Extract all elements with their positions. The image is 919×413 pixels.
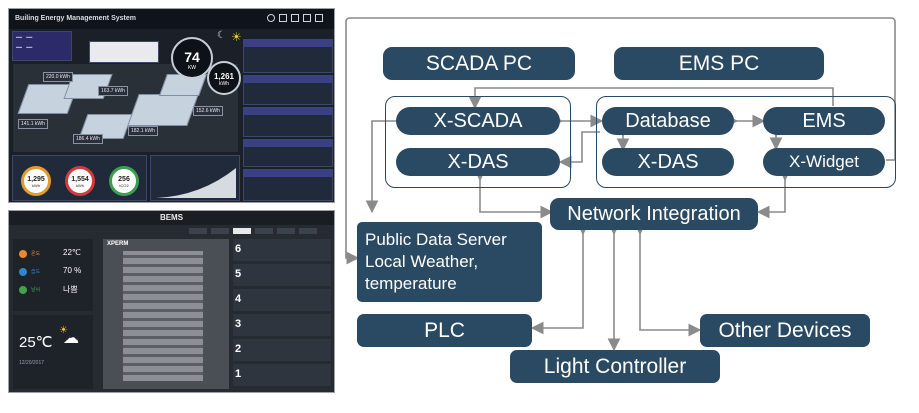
weather-summary: 25℃ ☁ ☀ 12/20/2017 xyxy=(13,315,93,389)
weather-row: 습도 70 % xyxy=(19,266,89,279)
building-callout[interactable]: 141.1 kWh xyxy=(18,119,48,129)
bems-floor-screenshot: BEMS 온도 22℃ 습도 70 % 날씨 나쁨 25℃ ☁ ☀ 12/20/… xyxy=(8,210,335,393)
trend-chart-panel xyxy=(150,155,240,201)
weather-row: 온도 22℃ xyxy=(19,248,89,261)
bems-dashboard-screenshot: Builing Energy Management System ━━ ━━ ━… xyxy=(8,8,335,203)
info-row: ━━ ━━ xyxy=(16,35,33,41)
power-unit: KW xyxy=(187,65,197,71)
database-box: Database xyxy=(602,107,734,135)
building-facade: XPERM xyxy=(103,239,229,389)
dashboard-title-bar: Builing Energy Management System xyxy=(9,9,334,29)
building-callout[interactable]: 182.1 kWh xyxy=(128,126,158,136)
other-devices-box: Other Devices xyxy=(700,314,870,347)
tab[interactable] xyxy=(189,228,207,234)
tab-strip xyxy=(189,228,329,235)
energy-gauge: 1,261 kWh xyxy=(207,61,241,95)
floor-row[interactable]: 6 xyxy=(233,239,331,261)
campus-3d-view: 163.7 kWh 220.0 kWh 182.1 kWh 152.6 kWh … xyxy=(13,64,238,152)
right-panel xyxy=(243,75,333,105)
screen-icon[interactable] xyxy=(291,14,299,22)
floor-title: BEMS xyxy=(159,213,184,222)
facade-windows xyxy=(123,251,203,381)
date-panel xyxy=(89,41,159,63)
counter-panel: 1,295 kWh 1,554 kWh 256 tCO2 xyxy=(12,155,147,201)
power-gauge: 74 KW xyxy=(171,37,213,79)
building-callout[interactable]: 152.6 kWh xyxy=(193,106,223,116)
ems-group xyxy=(596,96,896,188)
floor-row[interactable]: 5 xyxy=(233,264,331,286)
floor-list: 6 5 4 3 2 1 xyxy=(233,239,331,389)
scada-group xyxy=(385,96,571,188)
floor-title-bar: BEMS xyxy=(9,211,334,225)
building-callout[interactable]: 163.7 kWh xyxy=(98,86,128,96)
counter-ring: 1,554 kWh xyxy=(65,166,95,196)
toolbar-icons xyxy=(267,14,333,24)
tab[interactable] xyxy=(299,228,317,234)
current-temperature: 25℃ xyxy=(19,334,53,351)
save-icon[interactable] xyxy=(315,14,323,22)
x-das-right-box: X-DAS xyxy=(602,148,734,176)
refresh-icon[interactable] xyxy=(267,14,275,22)
floor-row[interactable]: 1 xyxy=(233,364,331,386)
weather-panel: 온도 22℃ 습도 70 % 날씨 나쁨 xyxy=(13,239,93,311)
cloud-icon: ☁ xyxy=(63,330,79,347)
energy-unit: kWh xyxy=(219,81,229,87)
right-panel xyxy=(243,139,333,167)
counter-ring: 256 tCO2 xyxy=(109,166,139,196)
info-row: ━━ ━━ xyxy=(16,45,33,51)
weather-row: 날씨 나쁨 xyxy=(19,285,89,297)
right-panel xyxy=(243,169,333,201)
temperature-icon xyxy=(19,250,27,258)
light-controller-box: Light Controller xyxy=(510,350,720,383)
floor-row[interactable]: 4 xyxy=(233,289,331,311)
moon-icon: ☾ xyxy=(217,30,226,41)
current-date: 12/20/2017 xyxy=(19,360,45,366)
tab-active[interactable] xyxy=(233,228,251,234)
tab[interactable] xyxy=(211,228,229,234)
info-panel: ━━ ━━ ━━ ━━ xyxy=(12,31,72,61)
x-scada-box: X-SCADA xyxy=(396,107,560,135)
x-widget-box: X-Widget xyxy=(763,148,885,176)
x-das-left-box: X-DAS xyxy=(396,148,560,176)
power-value: 74 xyxy=(184,49,200,65)
plc-box: PLC xyxy=(357,314,532,347)
right-panel xyxy=(243,39,333,73)
ems-box: EMS xyxy=(763,107,885,135)
scada-pc-box: SCADA PC xyxy=(383,47,575,80)
print-icon[interactable] xyxy=(303,14,311,22)
tab[interactable] xyxy=(255,228,273,234)
sun-icon: ☀ xyxy=(231,30,242,44)
home-icon[interactable] xyxy=(279,14,287,22)
brand-label: XPERM xyxy=(107,241,129,247)
sun-small-icon: ☀ xyxy=(59,325,68,336)
trend-curve xyxy=(156,168,236,198)
network-integration-box: Network Integration xyxy=(550,198,758,230)
public-data-server-box: Public Data Server Local Weather, temper… xyxy=(357,222,542,302)
right-panel xyxy=(243,107,333,137)
energy-value: 1,261 xyxy=(213,72,235,81)
ems-pc-box: EMS PC xyxy=(614,47,824,80)
building-callout[interactable]: 220.0 kWh xyxy=(43,72,73,82)
floor-row[interactable]: 3 xyxy=(233,314,331,336)
tab[interactable] xyxy=(277,228,295,234)
air-quality-icon xyxy=(19,286,27,294)
humidity-icon xyxy=(19,268,27,276)
counter-ring: 1,295 kWh xyxy=(21,166,51,196)
floor-row[interactable]: 2 xyxy=(233,339,331,361)
building-callout[interactable]: 186.4 kWh xyxy=(73,134,103,144)
dashboard-title: Builing Energy Management System xyxy=(15,15,136,22)
